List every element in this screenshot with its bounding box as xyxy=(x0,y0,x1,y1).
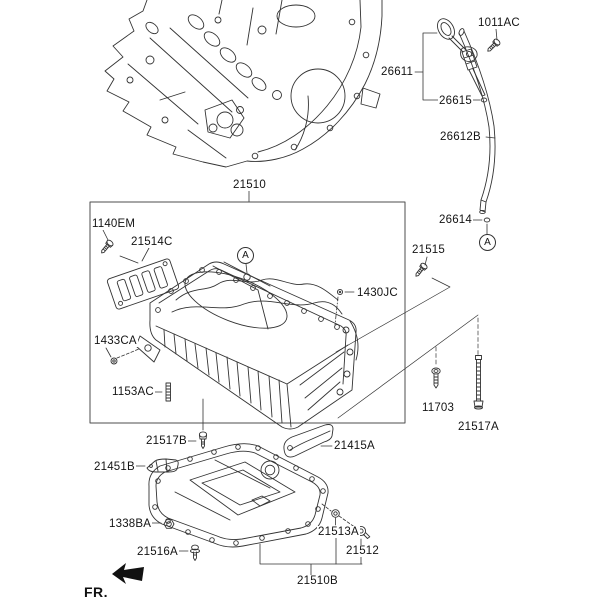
part-label-21451b: 21451B xyxy=(93,461,136,473)
part-label-21512: 21512 xyxy=(345,545,380,557)
part-label-1433ca: 1433CA xyxy=(93,335,138,347)
dipstick-26611-drawing xyxy=(414,18,486,101)
part-label-21516a: 21516A xyxy=(136,546,179,558)
stud-21517a-icon xyxy=(473,355,484,410)
part-label-1153ac: 1153AC xyxy=(111,386,155,398)
bolt-21515-icon xyxy=(415,256,428,277)
part-label-21513a: 21513A xyxy=(317,526,360,538)
part-label-1011ac: 1011AC xyxy=(477,17,521,29)
fr-arrow-icon xyxy=(112,563,144,584)
bolt-11703-icon xyxy=(431,367,441,389)
callout-a-dipstick: A xyxy=(479,234,496,251)
part-label-11703: 11703 xyxy=(421,402,456,414)
bolt-1011ac-icon xyxy=(487,28,501,52)
part-label-21510: 21510 xyxy=(232,179,267,191)
oring-26615-icon xyxy=(471,97,488,103)
part-label-26615: 26615 xyxy=(438,95,473,107)
engine-block-drawing xyxy=(104,0,383,168)
bracket-21510b-lines xyxy=(259,543,363,576)
part-label-21514c: 21514C xyxy=(130,236,174,248)
baffle-plate-21514c-drawing xyxy=(106,247,180,310)
part-label-26612b: 26612B xyxy=(439,131,482,143)
part-label-1338ba: 1338BA xyxy=(108,518,153,530)
callout-letter: A xyxy=(484,237,491,248)
part-label-1140em: 1140EM xyxy=(91,218,137,230)
oring-26614-icon xyxy=(472,217,491,235)
upper-oil-pan-drawing xyxy=(135,261,359,430)
projection-lines xyxy=(335,277,479,419)
part-label-21517b: 21517B xyxy=(145,435,188,447)
part-label-21415a: 21415A xyxy=(333,440,376,452)
bolt-1140em-icon xyxy=(101,229,139,264)
lower-oil-pan-drawing xyxy=(148,443,329,548)
part-label-21517a: 21517A xyxy=(457,421,500,433)
part-label-21510b: 21510B xyxy=(296,575,339,587)
callout-a-oil-pan: A xyxy=(237,247,254,264)
plug-1430jc-icon xyxy=(334,288,355,326)
part-label-1430jc: 1430JC xyxy=(356,287,399,299)
bolt-21517b-icon xyxy=(180,398,208,449)
part-label-26611: 26611 xyxy=(380,66,415,78)
callout-letter: A xyxy=(242,250,249,261)
windage-tray-21415a-drawing xyxy=(283,424,334,458)
plug-1433ca-icon xyxy=(105,347,140,365)
part-label-26614: 26614 xyxy=(438,214,473,226)
fr-direction-label: FR. xyxy=(84,584,109,600)
dipstick-tube-26612b-drawing xyxy=(458,28,496,215)
part-label-21515: 21515 xyxy=(411,244,446,256)
